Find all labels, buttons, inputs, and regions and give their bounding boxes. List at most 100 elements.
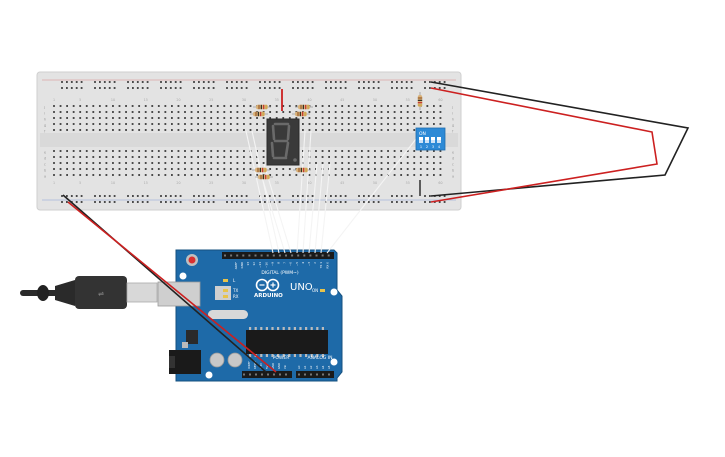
header-pin xyxy=(224,254,226,257)
led-tx xyxy=(223,289,228,292)
header-pin xyxy=(310,373,312,376)
seven-segment-display[interactable] xyxy=(266,118,300,166)
header-pin xyxy=(291,254,294,257)
breadboard-hole xyxy=(138,168,141,170)
gnd-wire-black[interactable] xyxy=(62,194,267,373)
breadboard-hole xyxy=(226,81,228,83)
resistor-band xyxy=(265,174,267,180)
breadboard-hole xyxy=(380,111,383,113)
breadboard-hole xyxy=(79,117,82,119)
breadboard-hole xyxy=(108,81,111,83)
breadboard-hole xyxy=(131,168,134,170)
breadboard-hole xyxy=(112,174,114,176)
resistor[interactable] xyxy=(292,111,310,117)
usb-b-port[interactable] xyxy=(157,281,201,307)
breadboard-hole xyxy=(59,150,62,152)
signal-wire-white[interactable] xyxy=(251,130,280,254)
breadboard-hole xyxy=(113,87,116,89)
breadboard-hole xyxy=(306,195,309,197)
chip-pin xyxy=(293,327,296,330)
breadboard-hole xyxy=(171,162,173,164)
breadboard-hole xyxy=(288,117,291,119)
breadboard-hole xyxy=(112,168,114,170)
pin-label: 5V xyxy=(265,365,269,369)
signal-wire-white[interactable] xyxy=(314,163,324,254)
breadboard-hole xyxy=(53,168,55,170)
breadboard-hole xyxy=(193,81,195,83)
chip-pin xyxy=(321,354,324,357)
column-number: 20 xyxy=(176,181,180,185)
breadboard-hole xyxy=(157,156,160,158)
resistor[interactable] xyxy=(293,167,311,173)
display-segment xyxy=(284,141,290,158)
signal-wire-white[interactable] xyxy=(296,130,306,254)
resistor[interactable] xyxy=(295,104,313,110)
resistor[interactable] xyxy=(417,92,423,110)
breadboard-hole xyxy=(72,156,75,158)
breadboard-hole xyxy=(210,174,213,176)
breadboard-hole xyxy=(439,156,442,158)
mount-hole xyxy=(205,371,213,379)
breadboard-hole xyxy=(419,111,422,113)
row-letter: g xyxy=(44,124,46,128)
breadboard-hole xyxy=(328,105,330,107)
breadboard-hole xyxy=(249,174,252,176)
resistors[interactable] xyxy=(250,92,423,180)
breadboard-hole xyxy=(99,81,101,83)
breadboard-hole xyxy=(210,129,213,131)
usb-cable[interactable]: ⇌ xyxy=(20,276,158,309)
breadboard-hole xyxy=(79,162,82,164)
breadboard-hole xyxy=(301,195,304,197)
breadboard-hole xyxy=(380,150,383,152)
resistor[interactable] xyxy=(250,111,268,117)
signal-wire-white[interactable] xyxy=(320,163,331,254)
breadboard-hole xyxy=(344,87,347,89)
breadboard-hole xyxy=(92,111,95,113)
breadboard-hole xyxy=(367,156,370,158)
breadboard-hole xyxy=(164,105,167,107)
breadboard-hole xyxy=(387,117,389,119)
breadboard-hole xyxy=(433,123,435,125)
signal-wire-white[interactable] xyxy=(245,130,274,254)
breadboard-hole xyxy=(193,195,195,197)
breadboard-hole xyxy=(146,81,149,83)
regulator xyxy=(186,330,198,344)
row-letter: g xyxy=(452,124,454,128)
breadboard-hole xyxy=(193,201,195,203)
resistor-band xyxy=(262,167,264,173)
breadboard-hole xyxy=(164,168,167,170)
breadboard-hole xyxy=(367,111,370,113)
breadboard-hole xyxy=(341,111,344,113)
header-pin xyxy=(230,254,233,257)
breadboard-hole xyxy=(157,162,160,164)
signal-wire-white[interactable] xyxy=(308,163,318,254)
resistor[interactable] xyxy=(253,104,271,110)
signal-wire-white[interactable] xyxy=(302,130,312,254)
breadboard-hole xyxy=(198,201,200,203)
rail-loop-wire-black[interactable] xyxy=(430,81,690,197)
digital-header[interactable] xyxy=(222,252,334,259)
breadboard-hole xyxy=(151,123,154,125)
breadboard-hole xyxy=(131,117,134,119)
header-pin xyxy=(260,254,263,257)
resistor-band xyxy=(255,111,257,117)
breadboard-column-numbers: 1155101015152020252530303535404045455050… xyxy=(53,98,443,185)
breadboard-hole xyxy=(363,201,365,203)
breadboard-hole xyxy=(92,168,95,170)
breadboard-hole xyxy=(433,117,435,119)
resistor-band xyxy=(305,167,307,173)
signal-wire-white[interactable] xyxy=(326,138,417,254)
breadboard-hole xyxy=(438,81,441,83)
rail-loop-wire-red[interactable] xyxy=(430,87,658,203)
resistor[interactable] xyxy=(252,167,270,173)
analog-header[interactable] xyxy=(296,371,334,378)
breadboard-hole xyxy=(151,129,154,131)
breadboard-hole xyxy=(151,105,154,107)
resistor[interactable] xyxy=(255,174,273,180)
vcc-wire-red[interactable] xyxy=(67,201,277,373)
resistor-band xyxy=(259,167,261,173)
